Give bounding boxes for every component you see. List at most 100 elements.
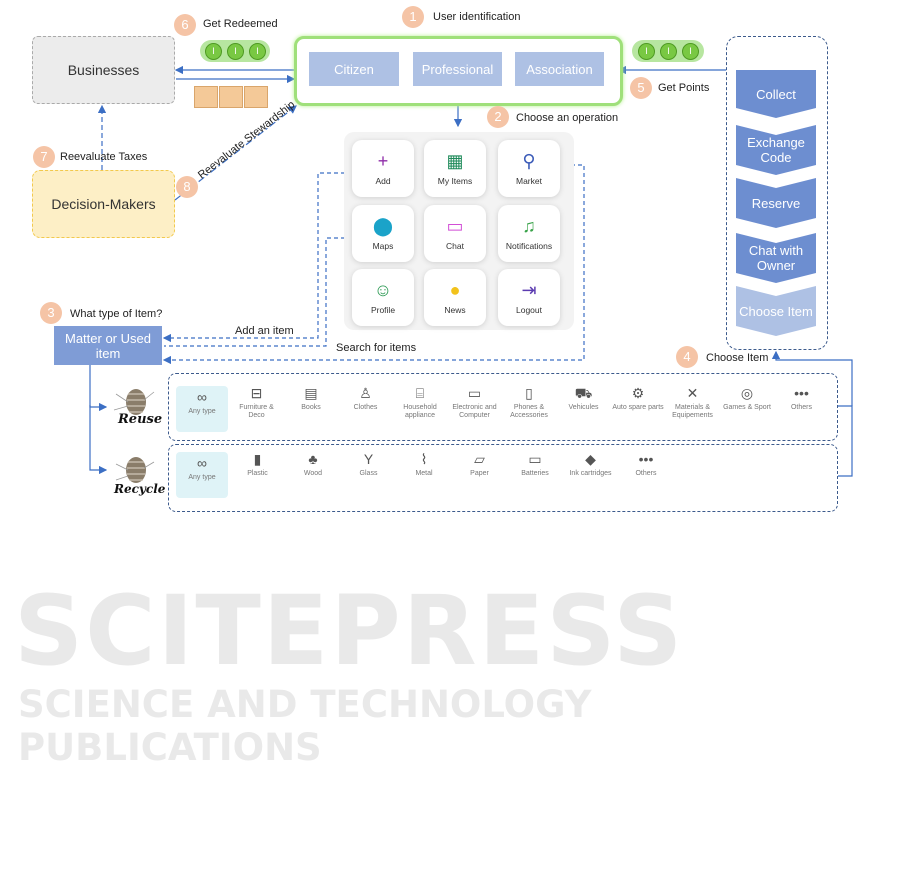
- infinity-icon: ∞: [197, 389, 207, 405]
- step-8-badge: 8: [176, 176, 198, 198]
- cube-icon: [194, 86, 218, 108]
- reuse-category-phones-accessories[interactable]: ▯Phones & Accessories: [503, 386, 555, 420]
- coin-icon: I: [682, 43, 699, 60]
- reuse-category-household-appliance[interactable]: ⌸ Household appliance: [394, 386, 446, 420]
- recycle-category-paper[interactable]: ▱Paper: [454, 452, 506, 478]
- reuse-brand: Reuse: [118, 412, 163, 427]
- chat-icon: ▭: [446, 215, 464, 236]
- glass-icon: Y: [363, 451, 374, 467]
- category-label: Games & Sport: [723, 404, 771, 411]
- menu-tile-notifications[interactable]: ♫ Notifications: [498, 205, 560, 262]
- menu-tile-chat[interactable]: ▭Chat: [424, 205, 486, 262]
- menu-tile-label: Profile: [370, 304, 396, 315]
- action-exchange-code[interactable]: Exchange Code: [736, 125, 816, 175]
- search-items-label: Search for items: [336, 342, 417, 354]
- menu-tile-my-items[interactable]: ▦My Items: [424, 140, 486, 197]
- cube-icon: [244, 86, 268, 108]
- step-3-label: What type of Item?: [70, 308, 163, 320]
- bell-icon: ♫: [522, 215, 536, 236]
- recycle-category-any-type[interactable]: ∞ Any type: [176, 452, 228, 498]
- businesses-node: Businesses: [32, 36, 175, 104]
- association-button[interactable]: Association: [515, 52, 604, 86]
- action-collect[interactable]: Collect: [736, 70, 816, 118]
- step-1-badge: 1: [402, 6, 424, 28]
- add-item-label: Add an item: [235, 325, 294, 337]
- menu-tile-add[interactable]: +Add: [352, 140, 414, 197]
- menu-tile-news[interactable]: ●News: [424, 269, 486, 326]
- category-label: Paper: [470, 470, 489, 477]
- step-7-badge: 7: [33, 146, 55, 168]
- step-6-label: Get Redeemed: [203, 18, 278, 30]
- watermark-subtitle: SCIENCE AND TECHNOLOGY PUBLICATIONS: [18, 683, 592, 769]
- gear-icon: ⚙: [631, 385, 645, 401]
- reuse-category-materials-equipements[interactable]: ✕Materials & Equipements: [667, 386, 719, 420]
- coin-icon: I: [638, 43, 655, 60]
- shirt-icon: ♙: [359, 385, 372, 401]
- recycle-category-batteries[interactable]: ▭Batteries: [509, 452, 561, 478]
- pin-icon: ⬤: [372, 215, 394, 236]
- step-1-label: User identification: [433, 11, 521, 23]
- reuse-category-books[interactable]: ▤Books: [285, 386, 337, 412]
- step-3-badge: 3: [40, 302, 62, 324]
- watermark-title: SCITEPRESS: [14, 575, 685, 687]
- step-7-label: Reevaluate Taxes: [60, 151, 148, 163]
- recycle-category-plastic[interactable]: ▮Plastic: [232, 452, 284, 478]
- category-label: Ink cartridges: [569, 470, 612, 477]
- step-4-badge: 4: [676, 346, 698, 368]
- appliance-icon: ⌸: [415, 385, 425, 401]
- category-label: Others: [790, 404, 812, 411]
- category-label: Batteries: [521, 470, 549, 477]
- step-2-badge: 2: [487, 106, 509, 128]
- recycle-category-metal[interactable]: ⌇Metal: [398, 452, 450, 478]
- category-label: Metal: [415, 470, 433, 477]
- menu-tile-market[interactable]: ⚲Market: [498, 140, 560, 197]
- reuse-category-electronic-and-computer[interactable]: ▭ Electronic and Computer: [449, 386, 501, 420]
- menu-tile-label: News: [444, 304, 466, 315]
- infinity-icon: ∞: [197, 455, 207, 471]
- menu-tile-label: Market: [516, 175, 542, 186]
- reuse-category-any-type[interactable]: ∞Any type: [176, 386, 228, 432]
- menu-tile-maps[interactable]: ⬤Maps: [352, 205, 414, 262]
- category-label: Electronic and Computer: [452, 404, 497, 419]
- category-label: Any type: [188, 474, 216, 481]
- recycle-category-row: [168, 444, 838, 512]
- category-label: Others: [635, 470, 657, 477]
- menu-tile-label: My Items: [437, 175, 473, 186]
- menu-tile-profile[interactable]: ☺ Profile: [352, 269, 414, 326]
- step-6-badge: 6: [174, 14, 196, 36]
- reuse-category-games-sport[interactable]: ◎ Games & Sport: [721, 386, 773, 412]
- user-icon: ☺: [373, 279, 393, 300]
- menu-tile-label: Logout: [516, 304, 542, 315]
- category-label: Household appliance: [403, 404, 437, 419]
- category-label: Phones & Accessories: [510, 404, 548, 419]
- menu-tile-logout[interactable]: ⇥ Logout: [498, 269, 560, 326]
- laptop-icon: ▭: [467, 385, 482, 401]
- reuse-category-others[interactable]: ••• Others: [776, 386, 828, 412]
- category-label: Auto spare parts: [612, 404, 664, 411]
- step-4-label: Choose Item: [706, 352, 769, 364]
- menu-tile-label: Notifications: [505, 240, 553, 251]
- recycle-brand: Recycle: [114, 482, 166, 496]
- reuse-category-auto-spare-parts[interactable]: ⚙ Auto spare parts: [612, 386, 664, 412]
- reuse-logo: Reuse: [106, 384, 164, 432]
- reuse-category-furniture-deco[interactable]: ⊟Furniture & Deco: [231, 386, 283, 420]
- reuse-category-clothes[interactable]: ♙Clothes: [340, 386, 392, 412]
- matter-or-used-item-node: Matter or Used item: [54, 326, 162, 365]
- recycle-category-wood[interactable]: ♣Wood: [287, 452, 339, 478]
- category-label: Furniture & Deco: [239, 404, 274, 419]
- recycle-category-ink-cartridges[interactable]: ◆ Ink cartridges: [565, 452, 617, 478]
- reuse-category-vehicules[interactable]: ⛟Vehicules: [558, 386, 610, 412]
- logout-icon: ⇥: [521, 279, 537, 300]
- plus-icon: +: [377, 150, 389, 171]
- category-label: Materials & Equipements: [672, 404, 713, 419]
- ball-icon: ◎: [740, 385, 754, 401]
- professional-button[interactable]: Professional: [413, 52, 502, 86]
- recycle-category-others[interactable]: •••Others: [620, 452, 672, 478]
- ink-icon: ◆: [585, 451, 596, 467]
- actions-frame: [726, 36, 828, 350]
- more-icon: •••: [794, 385, 809, 401]
- citizen-button[interactable]: Citizen: [309, 52, 399, 86]
- step-2-label: Choose an operation: [516, 112, 619, 124]
